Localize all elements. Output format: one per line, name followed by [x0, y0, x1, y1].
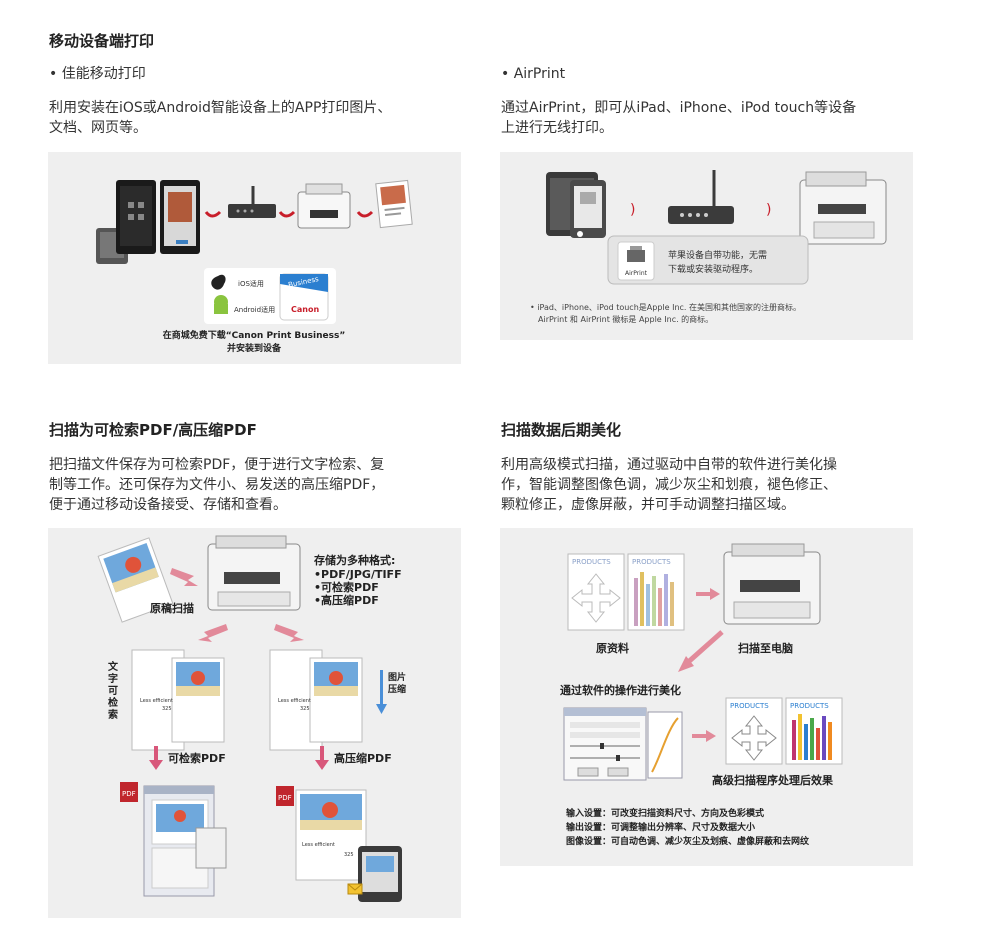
svg-text:PRODUCTS: PRODUCTS: [632, 558, 671, 566]
svg-text:可: 可: [108, 685, 118, 697]
image-settings-info: 图像设置：可自动色调、减少灰尘及划痕、虚像屏蔽和去网纹: [566, 835, 810, 847]
svg-text:iOS适用: iOS适用: [238, 279, 264, 288]
pdf-file-icon: [120, 782, 138, 802]
svg-text:AirPrint 和 AirPrint 徽标是 Apple: AirPrint 和 AirPrint 徽标是 Apple Inc. 的商标。: [538, 314, 713, 324]
router-icon: [668, 206, 734, 224]
svg-text:字: 字: [108, 672, 118, 685]
app-download-caption: 在商城免费下载“Canon Print Business”: [163, 329, 346, 341]
svg-text:苹果设备自带功能，无需: 苹果设备自带功能，无需: [668, 249, 767, 261]
svg-text:压缩: 压缩: [388, 683, 406, 695]
canon-mobile-print-description: 利用安装在iOS或Android智能设备上的APP打印图片、 文档、网页等。: [49, 100, 392, 136]
svg-text:PDF: PDF: [278, 794, 292, 802]
svg-text:PRODUCTS: PRODUCTS: [572, 558, 611, 566]
pdf-file-icon: [276, 786, 294, 806]
input-settings-info: 输入设置：可改变扫描资料尺寸、方向及色彩模式: [566, 807, 764, 819]
email-icon: [347, 883, 363, 895]
compressed-pdf-label: 高压缩PDF: [334, 751, 392, 765]
beautify-label: 通过软件的操作进行美化: [560, 683, 681, 697]
svg-text:Less efficient: Less efficient: [302, 842, 335, 848]
airprint-illustration: ) ) AirPrint 苹果设备自带功能，无需 下载或安装驱动程序。 • iP…: [500, 152, 913, 340]
svg-text:): ): [766, 202, 771, 218]
section-title-mobile-print: 移动设备端打印: [49, 32, 155, 50]
source-document-icon: [567, 553, 625, 631]
svg-text:325: 325: [162, 706, 172, 712]
svg-text:•PDF/JPG/TIFF: •PDF/JPG/TIFF: [314, 568, 402, 581]
svg-text:AirPrint: AirPrint: [625, 270, 648, 277]
searchable-pdf-description: 把扫描文件保存为可检索PDF，便于进行文字检索、复 制等工作。还可保存为文件小、…: [49, 457, 385, 513]
svg-text:): ): [630, 202, 635, 218]
scan-beautify-illustration: PRODUCTS PRODUCTS 原资料 扫描至电脑 通过软件的操作进行美化: [500, 528, 913, 866]
svg-text:下载或安装驱动程序。: 下载或安装驱动程序。: [668, 263, 758, 275]
searchable-pdf-illustration: 原稿扫描 存储为多种格式: •PDF/JPG/TIFF •可检索PDF •高压缩…: [48, 528, 461, 918]
svg-text:Less efficient: Less efficient: [140, 698, 173, 704]
output-settings-info: 输出设置：可调整输出分辨率、尺寸及数据大小: [566, 821, 755, 833]
formats-title: 存储为多种格式:: [314, 553, 395, 567]
scan-to-pc-label: 扫描至电脑: [738, 641, 793, 655]
canon-mobile-print-illustration: iOS适用 Android适用 Business Canon 在商城免费下载“C…: [48, 152, 461, 364]
svg-text:原稿扫描: 原稿扫描: [150, 601, 194, 615]
svg-text:索: 索: [108, 708, 118, 721]
svg-text:PDF: PDF: [122, 790, 136, 798]
searchable-pdf-label: 可检索PDF: [168, 751, 226, 765]
bullet-airprint: • AirPrint: [501, 66, 566, 82]
svg-text:并安装到设备: 并安装到设备: [227, 342, 282, 354]
svg-text:图片: 图片: [388, 671, 406, 683]
svg-text:PRODUCTS: PRODUCTS: [730, 702, 769, 710]
svg-text:Less efficient: Less efficient: [278, 698, 311, 704]
apple-icon: [211, 274, 226, 290]
svg-text:Canon: Canon: [291, 305, 319, 314]
source-label: 原资料: [596, 641, 629, 655]
result-document-icon: [725, 697, 783, 765]
airprint-callout: [607, 235, 809, 285]
svg-text:•可检索PDF: •可检索PDF: [314, 580, 379, 594]
section-title-scan-beautify: 扫描数据后期美化: [501, 421, 622, 439]
airprint-description: 通过AirPrint，即可从iPad、iPhone、iPod touch等设备 …: [501, 100, 857, 136]
svg-text:325: 325: [344, 852, 354, 858]
section-title-searchable-pdf: 扫描为可检索PDF/高压缩PDF: [49, 421, 257, 439]
svg-text:检: 检: [108, 696, 118, 709]
svg-text:Android适用: Android适用: [234, 305, 275, 314]
scan-settings-window: [563, 707, 647, 781]
result-label: 高级扫描程序处理后效果: [712, 773, 833, 787]
svg-text:•高压缩PDF: •高压缩PDF: [314, 593, 379, 607]
bullet-canon-mobile-print: • 佳能移动打印: [49, 66, 146, 82]
scan-beautify-description: 利用高级模式扫描，通过驱动中自带的软件进行美化操 作，智能调整图像色调，减少灰尘…: [501, 457, 837, 513]
svg-text:文: 文: [108, 660, 119, 673]
svg-text:325: 325: [300, 706, 310, 712]
svg-text:PRODUCTS: PRODUCTS: [790, 702, 829, 710]
trademark-note: • iPad、iPhone、iPod touch是Apple Inc. 在美国和…: [530, 302, 801, 312]
